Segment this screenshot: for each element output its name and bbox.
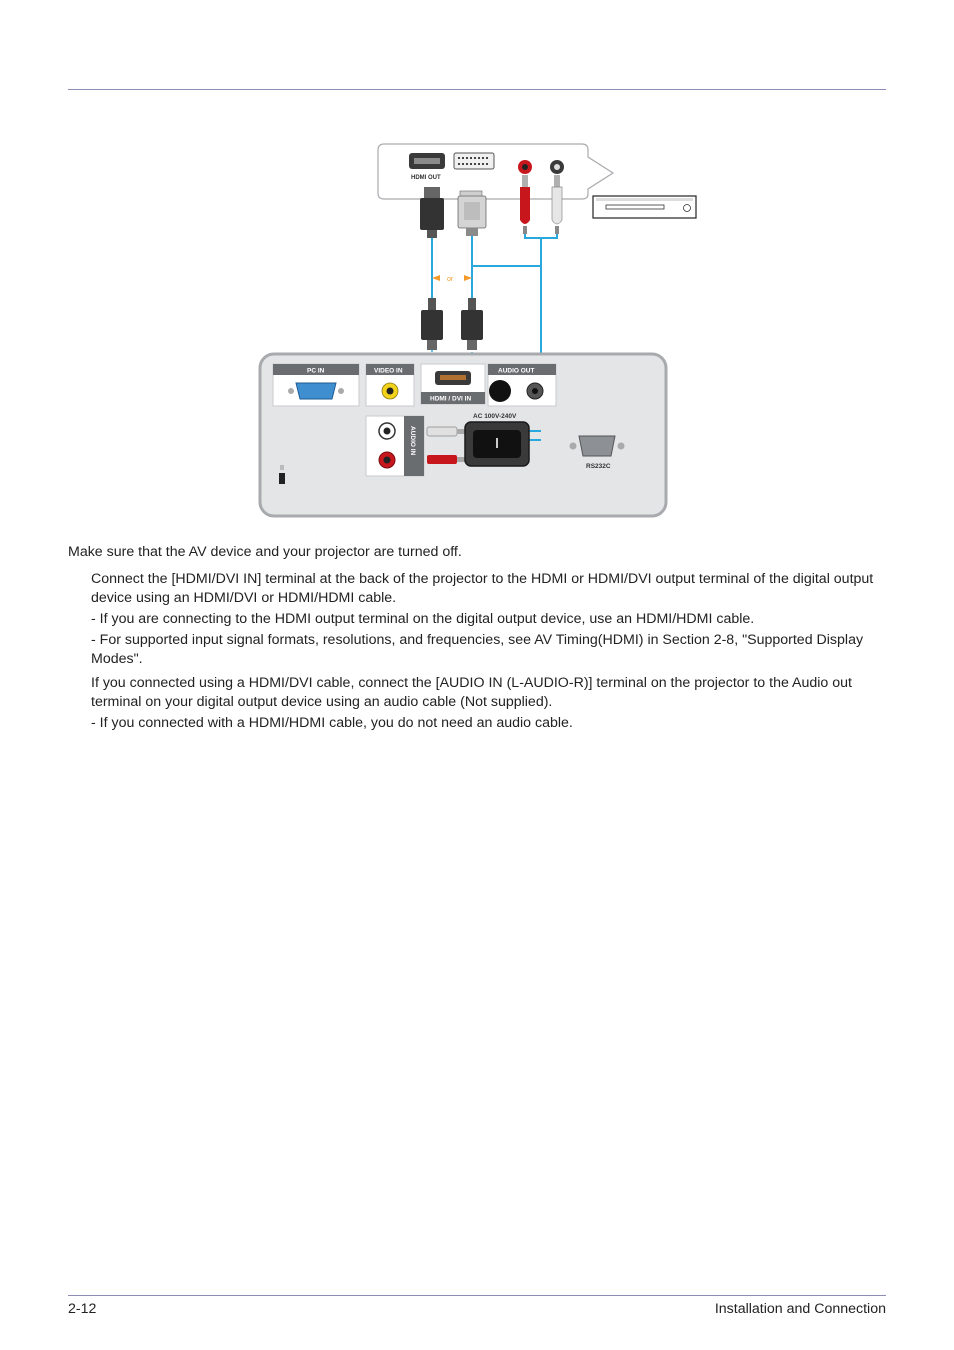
audio-in-label: AUDIO IN — [409, 426, 416, 456]
video-in-port-icon — [381, 382, 399, 400]
audio-in-l-port-icon — [378, 422, 396, 440]
pc-in-port-icon — [288, 382, 344, 400]
hdmi-out-label: HDMI OUT — [411, 175, 441, 181]
hdmi-cable-plug — [420, 187, 444, 238]
audio-in-r-port-icon — [378, 451, 396, 469]
step-1-text: Connect the [HDMI/DVI IN] terminal at th… — [91, 571, 874, 606]
hdmi-plug-left — [421, 298, 443, 350]
rs232c-label: RS232C — [586, 463, 611, 470]
dvi-cable-plug — [457, 190, 487, 236]
kensington-lock-icon — [279, 473, 285, 484]
or-arrow: or — [432, 275, 472, 283]
section-title: Installation and Connection — [714, 1301, 886, 1317]
audio-cable-white-plug — [551, 175, 563, 234]
footer-rule — [68, 1295, 886, 1296]
step-2-note-1: - If you connected with a HDMI/HDMI cabl… — [91, 715, 573, 731]
ac-label: AC 100V-240V — [473, 413, 517, 420]
hdmi-plug-right — [461, 298, 483, 350]
video-in-label: VIDEO IN — [374, 368, 403, 375]
intro-text: Make sure that the AV device and your pr… — [68, 544, 462, 560]
projector-back-panel — [258, 352, 668, 518]
av-device-icon — [592, 195, 697, 219]
pc-in-label: PC IN — [307, 368, 325, 375]
audio-cable-red-plug — [520, 175, 530, 234]
rs232c-port-icon — [569, 435, 625, 457]
hdmi-dvi-in-label: HDMI / DVI IN — [430, 396, 471, 403]
step-2-text: If you connected using a HDMI/DVI cable,… — [91, 675, 852, 710]
step-1-note-2: - For supported input signal formats, re… — [91, 632, 864, 667]
audio-out-label: AUDIO OUT — [498, 368, 535, 375]
step-1-note-1: - If you are connecting to the HDMI outp… — [91, 611, 755, 627]
or-label: or — [447, 276, 454, 283]
speaker-port-icon — [489, 380, 511, 402]
page-number: 2-12 — [68, 1301, 97, 1317]
connection-diagram: HDMI OUT — [258, 143, 697, 518]
source-device-panel — [377, 143, 615, 200]
dvi-out-port-icon — [453, 152, 495, 170]
header-rule — [68, 89, 886, 90]
